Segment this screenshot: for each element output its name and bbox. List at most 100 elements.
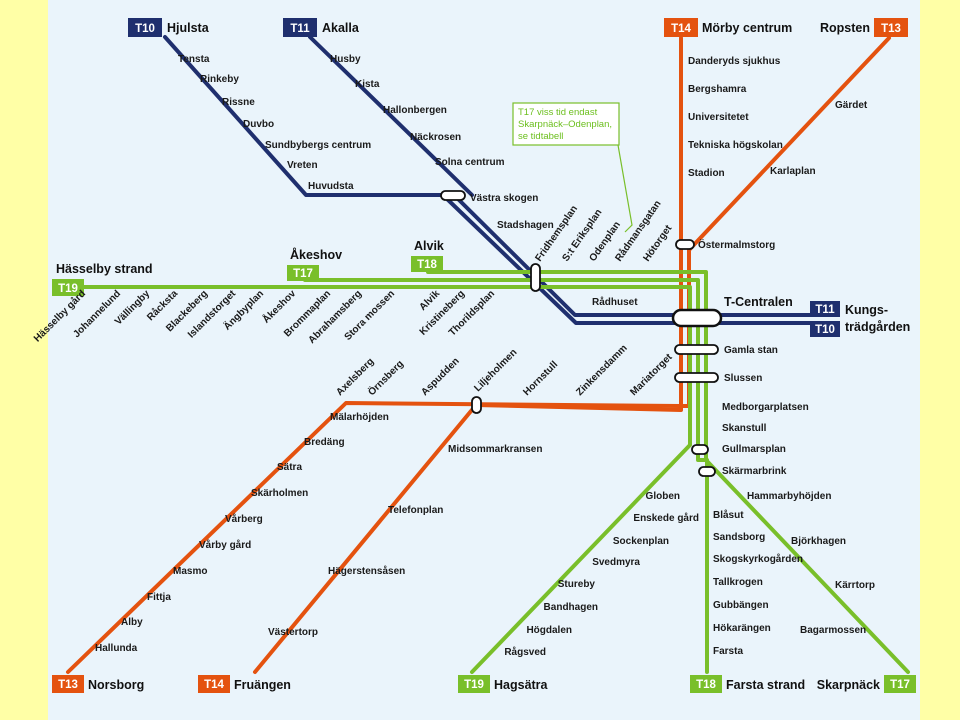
- station-label: Sätra: [277, 462, 302, 473]
- terminal-name-alvik: Alvik: [414, 239, 444, 253]
- station-label: Gärdet: [835, 100, 868, 111]
- terminal-name-kungs-2: trädgården: [845, 320, 910, 334]
- station-label: Gamla stan: [724, 345, 778, 356]
- badge-label: T10: [815, 324, 835, 336]
- blue-lines: [163, 35, 812, 325]
- station-label: Rågsved: [504, 646, 546, 658]
- terminal-name-akalla: Akalla: [322, 21, 360, 35]
- station-label: Stureby: [558, 579, 596, 590]
- interchange-ostermalmstorg: [675, 239, 695, 250]
- badge-label: T11: [290, 23, 310, 35]
- badge-label: T17: [890, 679, 910, 691]
- terminal-name-fruangen: Fruängen: [234, 678, 291, 692]
- station-label: Medborgarplatsen: [722, 402, 809, 413]
- line-t14-north: [253, 36, 683, 674]
- station-label: Mälarhöjden: [330, 412, 389, 423]
- terminal-name-skarpnack: Skarpnäck: [817, 678, 880, 692]
- station-label: Björkhagen: [791, 536, 846, 547]
- badge-label: T19: [464, 679, 484, 691]
- line-t17-west: [303, 278, 709, 674]
- map-background: [48, 0, 920, 720]
- badge-label: T18: [417, 259, 437, 271]
- station-label: Slussen: [724, 373, 762, 384]
- badge-t17-skarpnack: [884, 675, 916, 693]
- station-label: Stadion: [688, 168, 725, 179]
- station-label: Danderyds sjukhus: [688, 56, 781, 67]
- station-label: Bergshamra: [688, 84, 747, 95]
- badge-t11-akalla: [283, 18, 317, 37]
- t17-note: T17 viss tid endast Skarpnäck–Odenplan, …: [512, 102, 633, 233]
- station-label: Kärrtorp: [835, 580, 875, 591]
- line-t10-branch: [163, 35, 447, 197]
- station-label: Rådhuset: [592, 296, 638, 308]
- station-label: Skanstull: [722, 423, 767, 434]
- terminal-name-ropsten: Ropsten: [820, 21, 870, 35]
- station-label: Blåsut: [713, 509, 744, 521]
- station-label: Sandsborg: [713, 532, 765, 543]
- badge-label: T17: [293, 268, 313, 280]
- station-label: Tekniska högskolan: [688, 140, 783, 151]
- station-label: Rinkeby: [200, 74, 239, 85]
- station-label: Vårby gård: [199, 539, 251, 551]
- badge-label: T13: [58, 679, 78, 691]
- green-lines: [74, 270, 910, 674]
- station-label: Vårberg: [225, 513, 263, 525]
- line-t19-west: [74, 285, 692, 674]
- interchange-liljeholmen: [471, 396, 482, 414]
- badge-t13-norsborg: [52, 675, 84, 693]
- badge-t18-alvik: [411, 256, 443, 272]
- station-label: Tallkrogen: [713, 577, 763, 588]
- badge-t19-hagsatra: [458, 675, 490, 693]
- terminal-name-akeshov: Åkeshov: [290, 247, 342, 262]
- badge-t11-kungs: [810, 301, 840, 317]
- station-label: Gubbängen: [713, 600, 769, 611]
- terminal-name-hasselby: Hässelby strand: [56, 262, 153, 276]
- interchange-gamla-stan: [674, 344, 719, 355]
- badge-label: T19: [58, 283, 78, 295]
- station-label: Svedmyra: [592, 557, 640, 568]
- terminal-badges: T10 Hjulsta T11 Akalla T14 Mörby centrum…: [52, 18, 916, 693]
- station-label: Hägerstensåsen: [328, 565, 405, 577]
- station-label: Hallunda: [95, 643, 138, 654]
- interchange-gullmarsplan: [691, 444, 709, 455]
- terminal-name-morby: Mörby centrum: [702, 21, 792, 35]
- note-line-3: se tidtabell: [518, 131, 563, 142]
- station-label: Skogskyrkogården: [713, 553, 803, 565]
- terminal-name-farsta: Farsta strand: [726, 678, 805, 692]
- interchange-vastra-skogen: [440, 190, 466, 201]
- badge-t14-fruangen: [198, 675, 230, 693]
- station-label: Alby: [121, 617, 143, 628]
- station-label: Sockenplan: [613, 536, 669, 547]
- interchange-fridhemsplan: [530, 263, 541, 292]
- station-label: Hökarängen: [713, 623, 771, 634]
- note-line-2: Skarpnäck–Odenplan,: [518, 119, 612, 130]
- badge-label: T14: [204, 679, 224, 691]
- station-label: Masmo: [173, 566, 207, 577]
- station-label: Huvudsta: [308, 181, 354, 192]
- badge-label: T13: [881, 23, 901, 35]
- hub-t-centralen: T-Centralen: [724, 295, 793, 309]
- badge-label: T10: [135, 23, 155, 35]
- station-label: Västra skogen: [470, 193, 538, 204]
- station-label: Hammarbyhöjden: [747, 491, 831, 502]
- terminal-name-hagsatra: Hagsätra: [494, 678, 549, 692]
- station-label: Hallonbergen: [383, 105, 447, 116]
- station-label: Universitetet: [688, 112, 749, 123]
- station-label: Husby: [330, 54, 361, 65]
- interchange-slussen: [674, 372, 719, 383]
- station-label: Enskede gård: [633, 512, 699, 524]
- note-line-1: T17 viss tid endast: [518, 107, 598, 118]
- station-label: Kista: [355, 79, 380, 90]
- station-label: Karlaplan: [770, 166, 816, 177]
- station-label: Sundbybergs centrum: [265, 140, 371, 151]
- line-t18-west: [426, 270, 910, 674]
- station-label: Skärholmen: [251, 488, 308, 499]
- station-label: Rissne: [222, 97, 255, 108]
- station-label: Västertorp: [268, 627, 318, 638]
- station-label: Skärmarbrink: [722, 466, 787, 477]
- terminal-name-kungs-1: Kungs-: [845, 303, 888, 317]
- interchanges: [440, 190, 723, 477]
- badge-label: T14: [671, 23, 691, 35]
- station-label: Duvbo: [243, 119, 274, 130]
